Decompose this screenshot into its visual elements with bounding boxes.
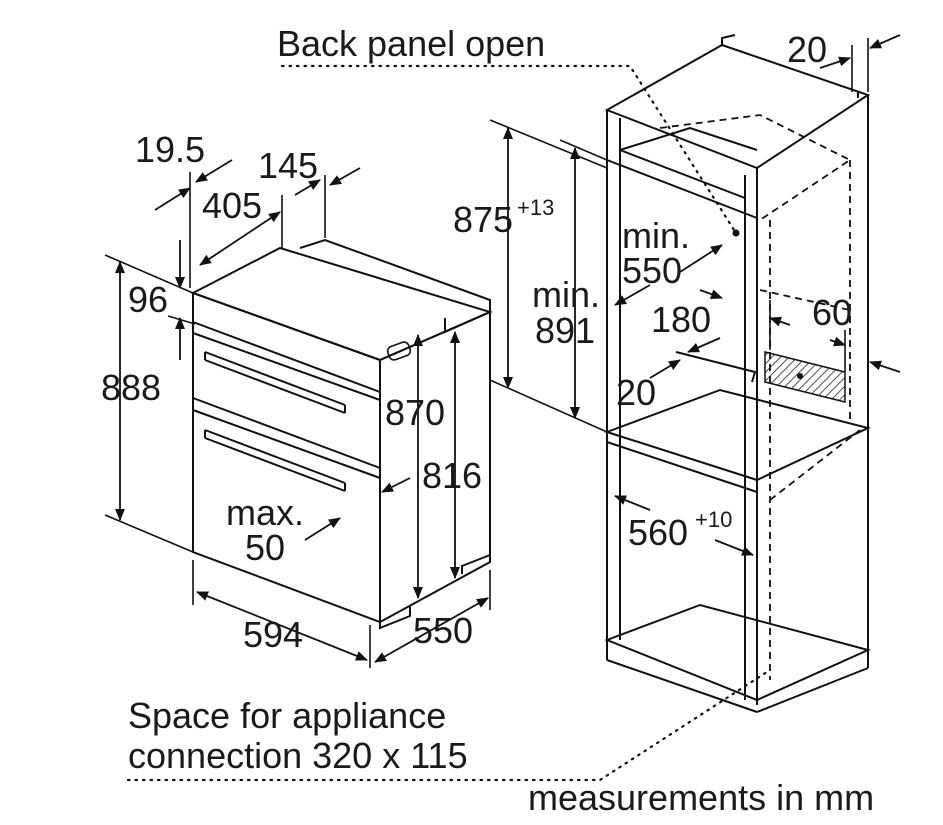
space-label-line2: connection 320 x 115 xyxy=(128,735,468,776)
dim-405: 405 xyxy=(202,185,262,226)
min-label-b: min. xyxy=(532,274,600,315)
labels: Back panel open 20 19.5 145 405 96 888 8… xyxy=(101,23,874,818)
dim-594: 594 xyxy=(243,614,303,655)
dim-180: 180 xyxy=(651,299,711,340)
oven-top xyxy=(190,246,493,362)
dim-20-top: 20 xyxy=(787,29,827,70)
dim-60: 60 xyxy=(812,292,852,333)
dim-870: 870 xyxy=(385,392,445,433)
lower-handle xyxy=(204,429,346,492)
dim-891: 891 xyxy=(535,310,595,351)
oven-side xyxy=(379,310,491,624)
dim-20-mid: 20 xyxy=(616,372,656,413)
back-panel-open-label: Back panel open xyxy=(277,23,545,64)
dim-888: 888 xyxy=(101,367,161,408)
dim-560-tolerance: +10 xyxy=(695,507,732,532)
dim-550-bottom: 550 xyxy=(413,610,473,651)
max-label: max. xyxy=(226,492,304,533)
dim-96: 96 xyxy=(128,279,168,320)
dim-50: 50 xyxy=(245,527,285,568)
space-label-line1: Space for appliance xyxy=(128,695,446,736)
oven-dimensions xyxy=(104,159,491,668)
upper-handle xyxy=(204,351,346,414)
cabinet-drawing xyxy=(603,34,871,713)
connection-space xyxy=(764,351,846,403)
min-label-a: min. xyxy=(622,215,690,256)
oven-drawing xyxy=(190,238,493,630)
dim-560: 560 xyxy=(628,512,688,553)
dim-145: 145 xyxy=(258,145,318,186)
back-panel-point xyxy=(732,229,740,237)
dim-550-min: 550 xyxy=(622,250,682,291)
dim-875-tolerance: +13 xyxy=(517,195,554,220)
cabinet-dimensions xyxy=(489,34,901,556)
dim-816: 816 xyxy=(422,455,482,496)
measurements-label: measurements in mm xyxy=(528,777,874,818)
dim-19-5: 19.5 xyxy=(135,129,205,170)
dim-875: 875 xyxy=(453,199,513,240)
leader-lines xyxy=(126,64,772,782)
